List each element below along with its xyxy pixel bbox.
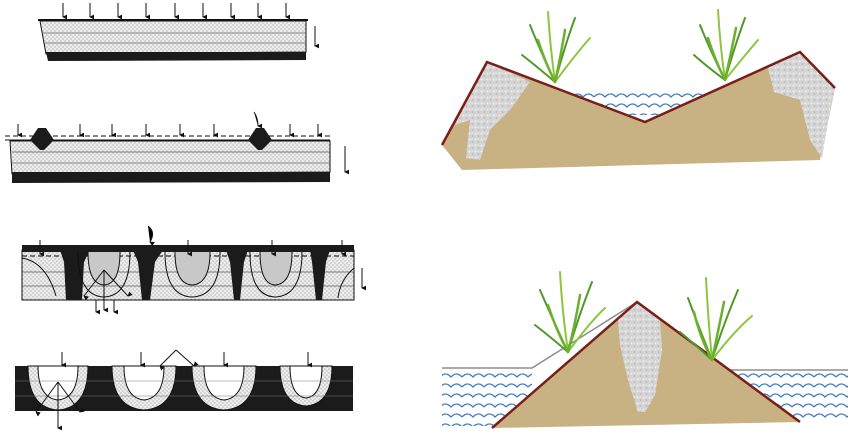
infiltration-arrows <box>35 349 313 431</box>
leaching-lenses <box>27 365 333 411</box>
stage-1 <box>38 3 320 61</box>
plant-left <box>521 11 591 84</box>
salt-crust-center <box>618 302 662 412</box>
right-panel <box>440 9 848 429</box>
salt-mound <box>248 128 272 150</box>
stage-4 <box>15 349 353 431</box>
horizontal-layers <box>15 380 353 397</box>
stage-3 <box>21 225 367 315</box>
infiltration-arrows <box>17 111 323 138</box>
infiltration-arrows <box>62 3 291 20</box>
valley-scene <box>440 9 836 170</box>
plant-left <box>534 271 606 354</box>
ridge-scene <box>442 271 848 429</box>
salt-crust-right <box>768 52 835 158</box>
plant-right <box>693 9 759 82</box>
salt-crust-left <box>455 62 530 160</box>
plant-right <box>679 277 753 362</box>
salt-mound <box>30 128 54 150</box>
stage-2 <box>5 111 350 183</box>
ridge-outline <box>491 300 801 429</box>
infiltration-arrows <box>39 225 347 315</box>
left-panel <box>5 3 367 431</box>
surface-outline <box>440 50 836 146</box>
